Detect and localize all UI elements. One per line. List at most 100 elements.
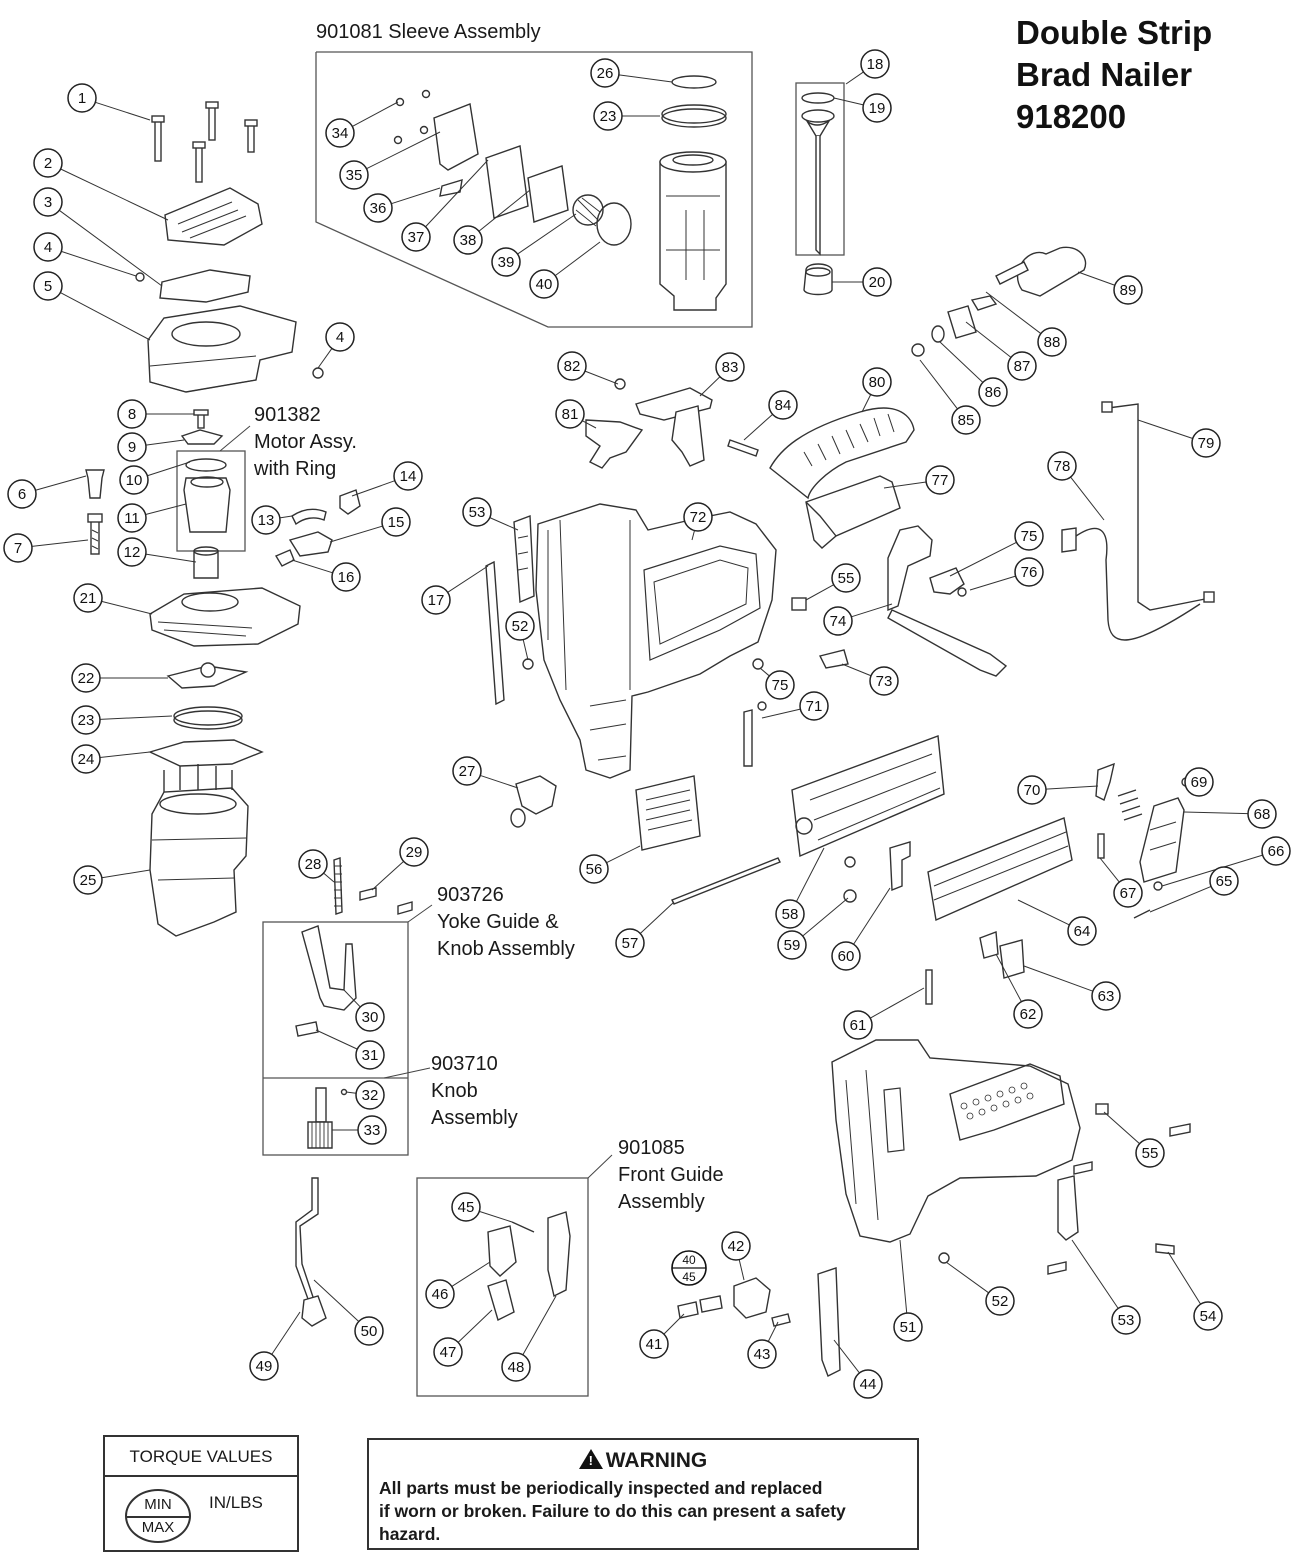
callout-leader xyxy=(35,475,87,491)
callout-number: 32 xyxy=(362,1087,379,1104)
callout-number: 38 xyxy=(460,232,477,249)
callout-20: 20 xyxy=(862,267,892,297)
callout-number: 83 xyxy=(722,359,739,376)
label-motor-id: 901382 xyxy=(254,404,321,426)
fitting-88 xyxy=(995,261,1029,285)
callout-56: 56 xyxy=(579,854,609,884)
block-55b xyxy=(1095,1103,1109,1115)
pawl-70 xyxy=(1095,762,1115,801)
screw-75a xyxy=(957,587,967,597)
callout-leader xyxy=(841,663,872,677)
part-73 xyxy=(818,649,849,669)
callout-leader xyxy=(869,987,925,1019)
warning-line-2: if worn or broken. Failure to do this ca… xyxy=(379,1501,846,1521)
callout-41: 41 xyxy=(639,1329,669,1359)
diagram-title: Double Strip Brad Nailer 918200 xyxy=(1016,12,1212,138)
callout-number: 19 xyxy=(869,100,886,117)
callout-11: 11 xyxy=(117,503,147,533)
callout-leader xyxy=(1099,857,1120,883)
callout-number: 47 xyxy=(440,1344,457,1361)
side-plate-53a xyxy=(513,515,535,604)
callout-leader xyxy=(425,159,489,228)
yoke-guide-30 xyxy=(301,925,357,1011)
callout-57: 57 xyxy=(615,928,645,958)
callout-number: 46 xyxy=(432,1286,449,1303)
callout-number: 53 xyxy=(1118,1312,1135,1329)
callout-number: 75 xyxy=(1021,528,1038,545)
torque-legend-max: MAX xyxy=(141,1519,175,1536)
label-knob-line2: Assembly xyxy=(431,1107,518,1129)
callout-66: 66 xyxy=(1261,836,1291,866)
callout-number: 40 xyxy=(536,276,553,293)
callout-83: 83 xyxy=(715,352,745,382)
callout-leader xyxy=(329,525,383,543)
callout-leader xyxy=(457,1309,493,1343)
o-ring-23a xyxy=(173,706,243,726)
callout-number: 25 xyxy=(80,872,97,889)
callout-leader xyxy=(58,209,163,287)
latch-63 xyxy=(999,939,1025,979)
callout-50: 50 xyxy=(354,1316,384,1346)
sleeve-12 xyxy=(193,550,219,579)
callout-70: 70 xyxy=(1017,775,1047,805)
screw-58 xyxy=(844,856,856,868)
rail-17 xyxy=(485,560,505,706)
callout-14: 14 xyxy=(393,461,423,491)
sensor-78 xyxy=(1061,527,1077,553)
callout-leader xyxy=(315,1029,358,1050)
torque-legend-oval: MIN MAX xyxy=(125,1489,191,1543)
callout-leader xyxy=(279,515,293,519)
callout-number: 6 xyxy=(18,486,26,503)
callout-78: 78 xyxy=(1047,451,1077,481)
bracket-42 xyxy=(733,1277,771,1319)
callout-1: 1 xyxy=(67,83,97,113)
callout-number: 41 xyxy=(646,1336,663,1353)
button-62 xyxy=(979,931,999,959)
callout-leader xyxy=(145,503,187,515)
callout-26: 26 xyxy=(590,58,620,88)
callout-number: 21 xyxy=(80,590,97,607)
trigger-74 xyxy=(887,525,933,612)
label-front-guide-id: 901085 xyxy=(618,1137,685,1159)
screw-1a xyxy=(154,118,162,162)
screw-1b-head xyxy=(205,101,219,109)
front-guide-assembly-box xyxy=(416,1177,589,1397)
callout-number: 42 xyxy=(728,1238,745,1255)
callout-number: 37 xyxy=(408,229,425,246)
callout-37: 37 xyxy=(401,222,431,252)
torque-badge-min: 40 xyxy=(682,1253,696,1267)
callout-38: 38 xyxy=(453,225,483,255)
pin-61 xyxy=(925,969,933,1005)
callout-leader xyxy=(802,897,849,937)
callout-number: 74 xyxy=(830,613,847,630)
lever-81 xyxy=(585,419,644,469)
callout-leader xyxy=(522,1295,557,1356)
callout-leader xyxy=(451,1261,491,1287)
callout-leader xyxy=(478,189,531,232)
callout-80: 80 xyxy=(862,367,892,397)
bracket-83 xyxy=(671,405,705,467)
callout-number: 80 xyxy=(869,374,886,391)
screw-75b xyxy=(752,658,764,670)
callout-number: 52 xyxy=(992,1293,1009,1310)
callout-number: 51 xyxy=(900,1319,917,1336)
screw-8 xyxy=(197,413,205,429)
callout-number: 71 xyxy=(806,698,823,715)
warning-line-1: All parts must be periodically inspected… xyxy=(379,1478,823,1498)
callout-leader xyxy=(522,639,529,661)
callout-number: 35 xyxy=(346,167,363,184)
callout-leader xyxy=(833,1339,860,1374)
spring-88 xyxy=(970,295,998,311)
nut-4b xyxy=(312,367,324,379)
callout-number: 23 xyxy=(78,712,95,729)
torque-legend-min: MIN xyxy=(144,1496,172,1513)
callout-86: 86 xyxy=(978,377,1008,407)
callout-leader xyxy=(1149,885,1212,913)
callout-72: 72 xyxy=(683,502,713,532)
torque-legend-unit: IN/LBS xyxy=(209,1493,263,1512)
callout-number: 69 xyxy=(1191,774,1208,791)
callout-number: 18 xyxy=(867,56,884,73)
callout-leader xyxy=(945,1261,989,1294)
callout-16: 16 xyxy=(331,562,361,592)
part-71 xyxy=(743,709,753,767)
